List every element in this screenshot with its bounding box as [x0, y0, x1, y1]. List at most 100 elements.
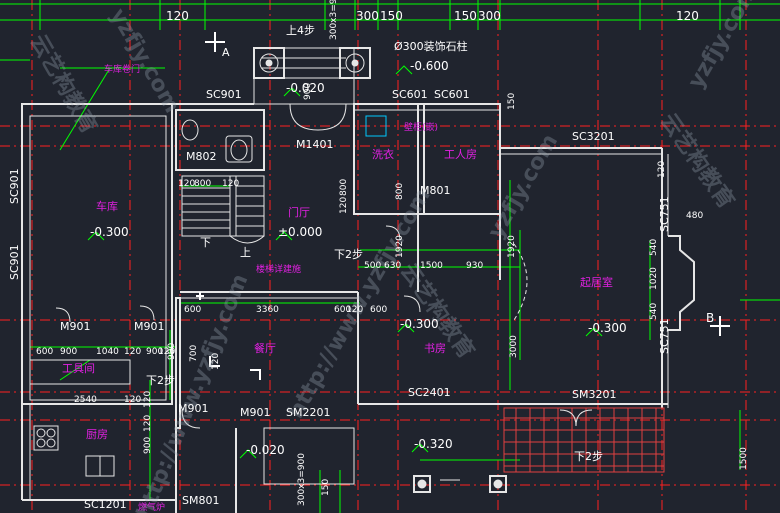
note-stair-detail: 楼梯详建施 [256, 263, 301, 275]
dim-120d: 120 [124, 347, 141, 357]
dim-d900b: 900 [60, 347, 77, 357]
walls [21, 103, 695, 513]
elev-porch: -0.020 [286, 81, 325, 95]
staircase [181, 175, 265, 244]
dim-1040: 1040 [96, 347, 119, 357]
label-sc2401: SC2401 [408, 386, 451, 399]
dim-800b: 800 [395, 183, 405, 200]
elev-entry: -0.600 [410, 59, 449, 73]
opening-labels: 车库卷门 SC901 SC901 SC901 SC601 SC601 M802 … [8, 63, 671, 511]
label-sm801: SM801 [182, 494, 219, 507]
axis-markers [196, 32, 730, 380]
note-down: 下 [200, 236, 211, 249]
label-garage-door: 车库卷门 [104, 63, 140, 75]
dimension-texts: 800 120 900 600 3360 600 600 900 1040 12… [36, 83, 749, 496]
dim-540a: 540 [649, 239, 659, 256]
label-sc901-left-a: SC901 [8, 168, 21, 204]
dim-1920a: 1920 [395, 235, 405, 258]
label-sc751-b: SC751 [658, 318, 671, 354]
elev-foyer: ±0.000 [278, 225, 322, 239]
dim-120f: 120 [124, 395, 141, 405]
dim-120i: 120 [143, 415, 153, 432]
note-column: Ø300装饰石柱 [394, 39, 468, 53]
room-service: 工具间 [62, 362, 95, 375]
dim-1920b: 1920 [507, 235, 517, 258]
room-labels: 车库 门厅 洗衣 工人房 起居室 餐厅 书房 厨房 工具间 [62, 147, 613, 441]
note-up: 上 [240, 246, 251, 259]
dim-120b: 120 [222, 179, 239, 189]
dim-930: 930 [466, 261, 483, 271]
room-study: 书房 [424, 342, 446, 355]
dim-1500v: 1500 [739, 447, 749, 470]
dim-120v: 120 [339, 197, 349, 214]
dim-top-a: 120 [166, 9, 189, 23]
label-m901-c: M901 [178, 402, 209, 415]
dim-600a: 600 [184, 305, 201, 315]
note-stairs-top: 上4步 [286, 24, 315, 37]
dim-900c: 900 [146, 347, 163, 357]
note-down2-a: 下2步 [334, 248, 363, 261]
axis-label-a: A [222, 46, 230, 59]
dim-480: 480 [686, 211, 703, 221]
dim-500: 500 [364, 261, 381, 271]
room-garage: 车库 [96, 199, 118, 213]
elev-garage: -0.300 [90, 225, 129, 239]
dim-120h: 120 [143, 391, 153, 408]
dim-3000: 3000 [509, 335, 519, 358]
label-sc601-a: SC601 [392, 88, 428, 101]
dim-150b: 150 [321, 479, 331, 496]
dim-630: 630 [384, 261, 401, 271]
note-bottom-steps: 300x3=900 [297, 453, 307, 506]
room-dining: 餐厅 [254, 341, 276, 355]
front-steps [253, 47, 371, 131]
room-foyer: 门厅 [288, 205, 310, 219]
dim-600d: 600 [370, 305, 387, 315]
room-laundry: 洗衣 [372, 147, 394, 161]
dim-540b: 540 [649, 303, 659, 320]
label-sc3201: SC3201 [572, 130, 615, 143]
axis-label-b: B [706, 311, 714, 325]
doors-fixtures [33, 115, 593, 493]
dim-top-b: 300 [356, 9, 379, 23]
elevations: -0.300 ±0.000 -0.300 -0.300 -0.020 -0.60… [90, 59, 627, 457]
label-sc751-a: SC751 [658, 196, 671, 232]
dim-120j: 120 [211, 353, 221, 370]
label-m802: M802 [186, 150, 217, 163]
label-sc1201: SC1201 [84, 498, 127, 511]
dim-800v: 800 [339, 179, 349, 196]
top-dimensions: 120 300 150 150 300 120 [166, 9, 699, 23]
label-sc901-left-b: SC901 [8, 244, 21, 280]
dim-2540: 2540 [74, 395, 97, 405]
dim-800: 800 [194, 179, 211, 189]
note-down2-b: 下2步 [146, 374, 175, 387]
dim-120e: 120 [158, 347, 175, 357]
dim-top-c: 150 [380, 9, 403, 23]
dim-120c: 120 [346, 305, 363, 315]
room-utility: 工人房 [444, 148, 477, 161]
elevation-markers [87, 65, 603, 459]
label-sm2201: SM2201 [286, 406, 330, 419]
elev-dining-out: -0.020 [246, 443, 285, 457]
dim-top-d: 150 [454, 9, 477, 23]
dim-120g: 120 [657, 161, 667, 178]
terrace-grid [503, 407, 665, 473]
label-m901-d: M901 [240, 406, 271, 419]
dim-3360: 3360 [256, 305, 279, 315]
label-m901-a: M901 [60, 320, 91, 333]
notes: 上4步 300x3=900 Ø300装饰石柱 壁柜(嵌) 楼梯详建施 下2步 下… [138, 0, 603, 513]
dim-150v: 150 [507, 93, 517, 110]
label-m801: M801 [420, 184, 451, 197]
dim-top-e: 300 [478, 9, 501, 23]
dim-900: 900 [303, 83, 313, 100]
note-stairs-calc: 300x3=900 [329, 0, 339, 40]
dim-900v: 900 [167, 343, 177, 360]
elev-living: -0.300 [588, 321, 627, 335]
dim-600b: 600 [334, 305, 351, 315]
dim-600c: 600 [36, 347, 53, 357]
dim-900d: 900 [143, 437, 153, 454]
elev-study: -0.300 [400, 317, 439, 331]
room-living: 起居室 [580, 275, 613, 289]
